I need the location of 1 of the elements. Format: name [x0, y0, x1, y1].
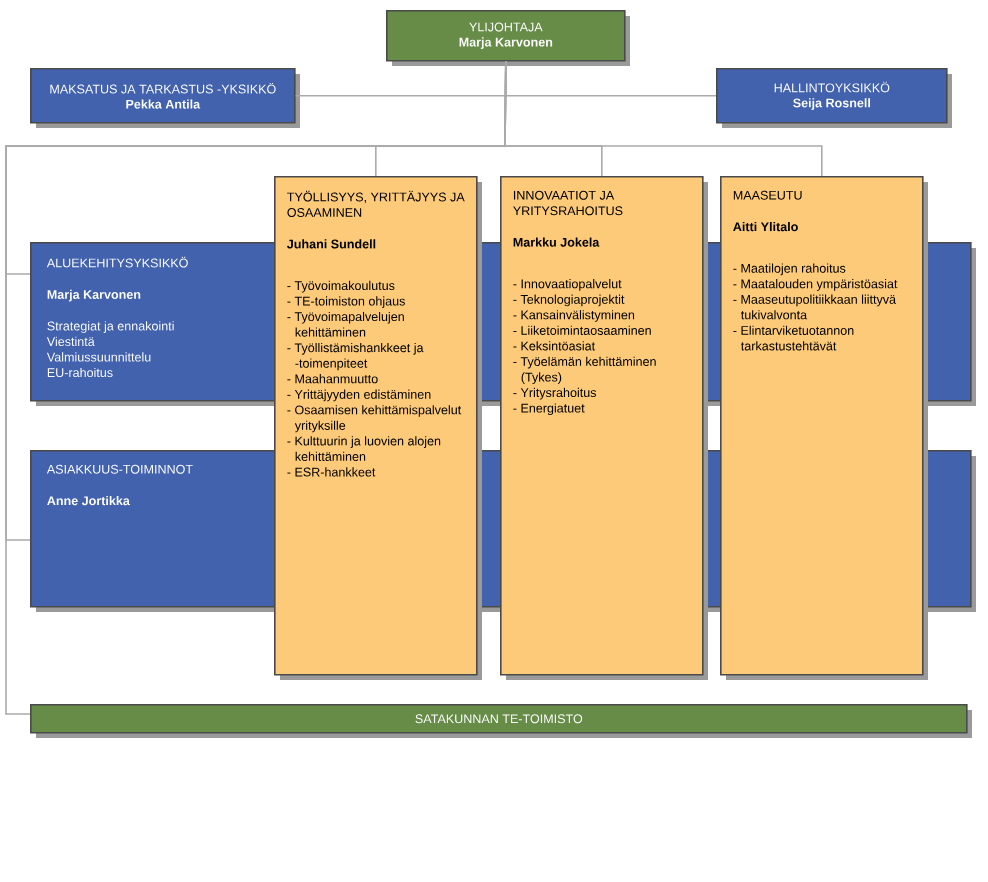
connector-line — [5, 60, 507, 715]
